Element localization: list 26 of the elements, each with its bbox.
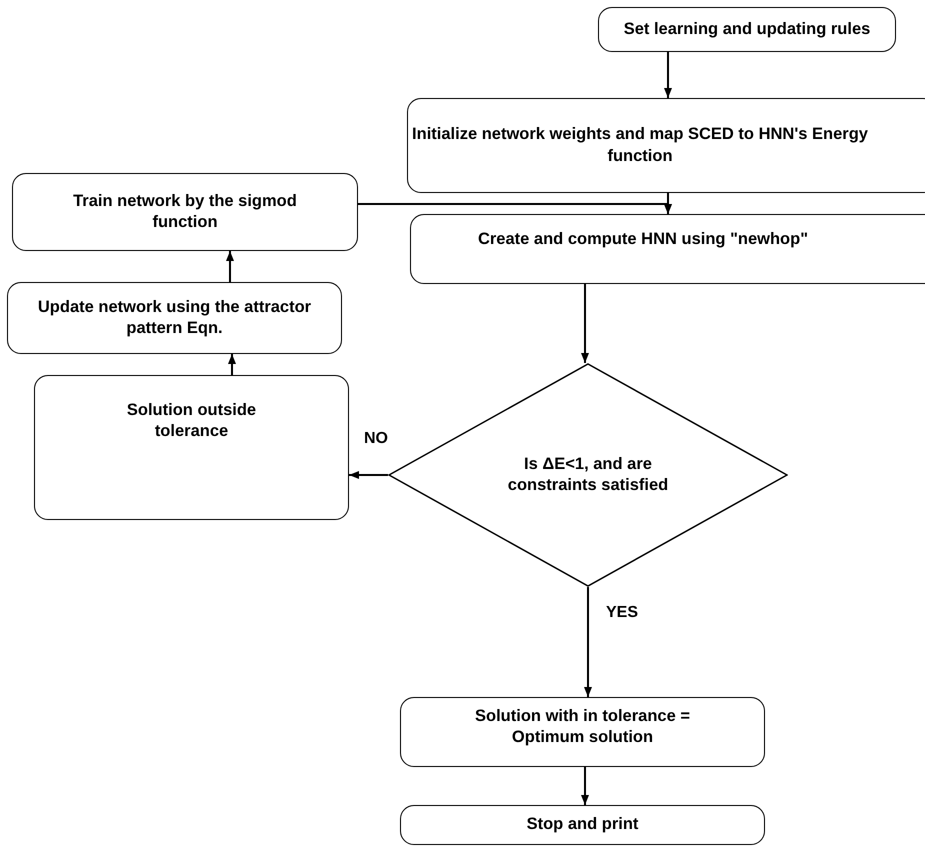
arrow (581, 284, 589, 363)
step-text: Update network using the attractor pattern Eqn. (36, 296, 312, 339)
process-box (410, 214, 925, 284)
step-text: Solution with in tolerance = Optimum solution (474, 706, 691, 748)
process-box (12, 173, 358, 251)
arrow (228, 354, 236, 375)
step-text: Set learning and updating rules (624, 18, 870, 40)
arrow (664, 52, 672, 98)
arrow (226, 251, 234, 282)
process-box (400, 805, 765, 845)
step-text: Create and compute HNN using "newhop" (478, 229, 808, 250)
step-text: Initialize network weights and map SCED to HNN's Energy function (411, 124, 869, 166)
decision-diamond (388, 363, 788, 587)
step-text: Train network by the sigmod function (72, 190, 298, 233)
step-text: Solution outside tolerance (126, 400, 258, 442)
process-box (34, 375, 349, 520)
arrow (581, 767, 589, 805)
step-text: Is ΔE<1, and are constraints satisfied (506, 454, 670, 496)
process-box (598, 7, 896, 52)
process-box (7, 282, 342, 354)
arrow (584, 587, 592, 697)
process-box (407, 98, 925, 193)
step-text: Stop and print (526, 814, 638, 835)
arrow (358, 203, 672, 214)
process-box (400, 697, 765, 767)
arrow (349, 471, 388, 479)
